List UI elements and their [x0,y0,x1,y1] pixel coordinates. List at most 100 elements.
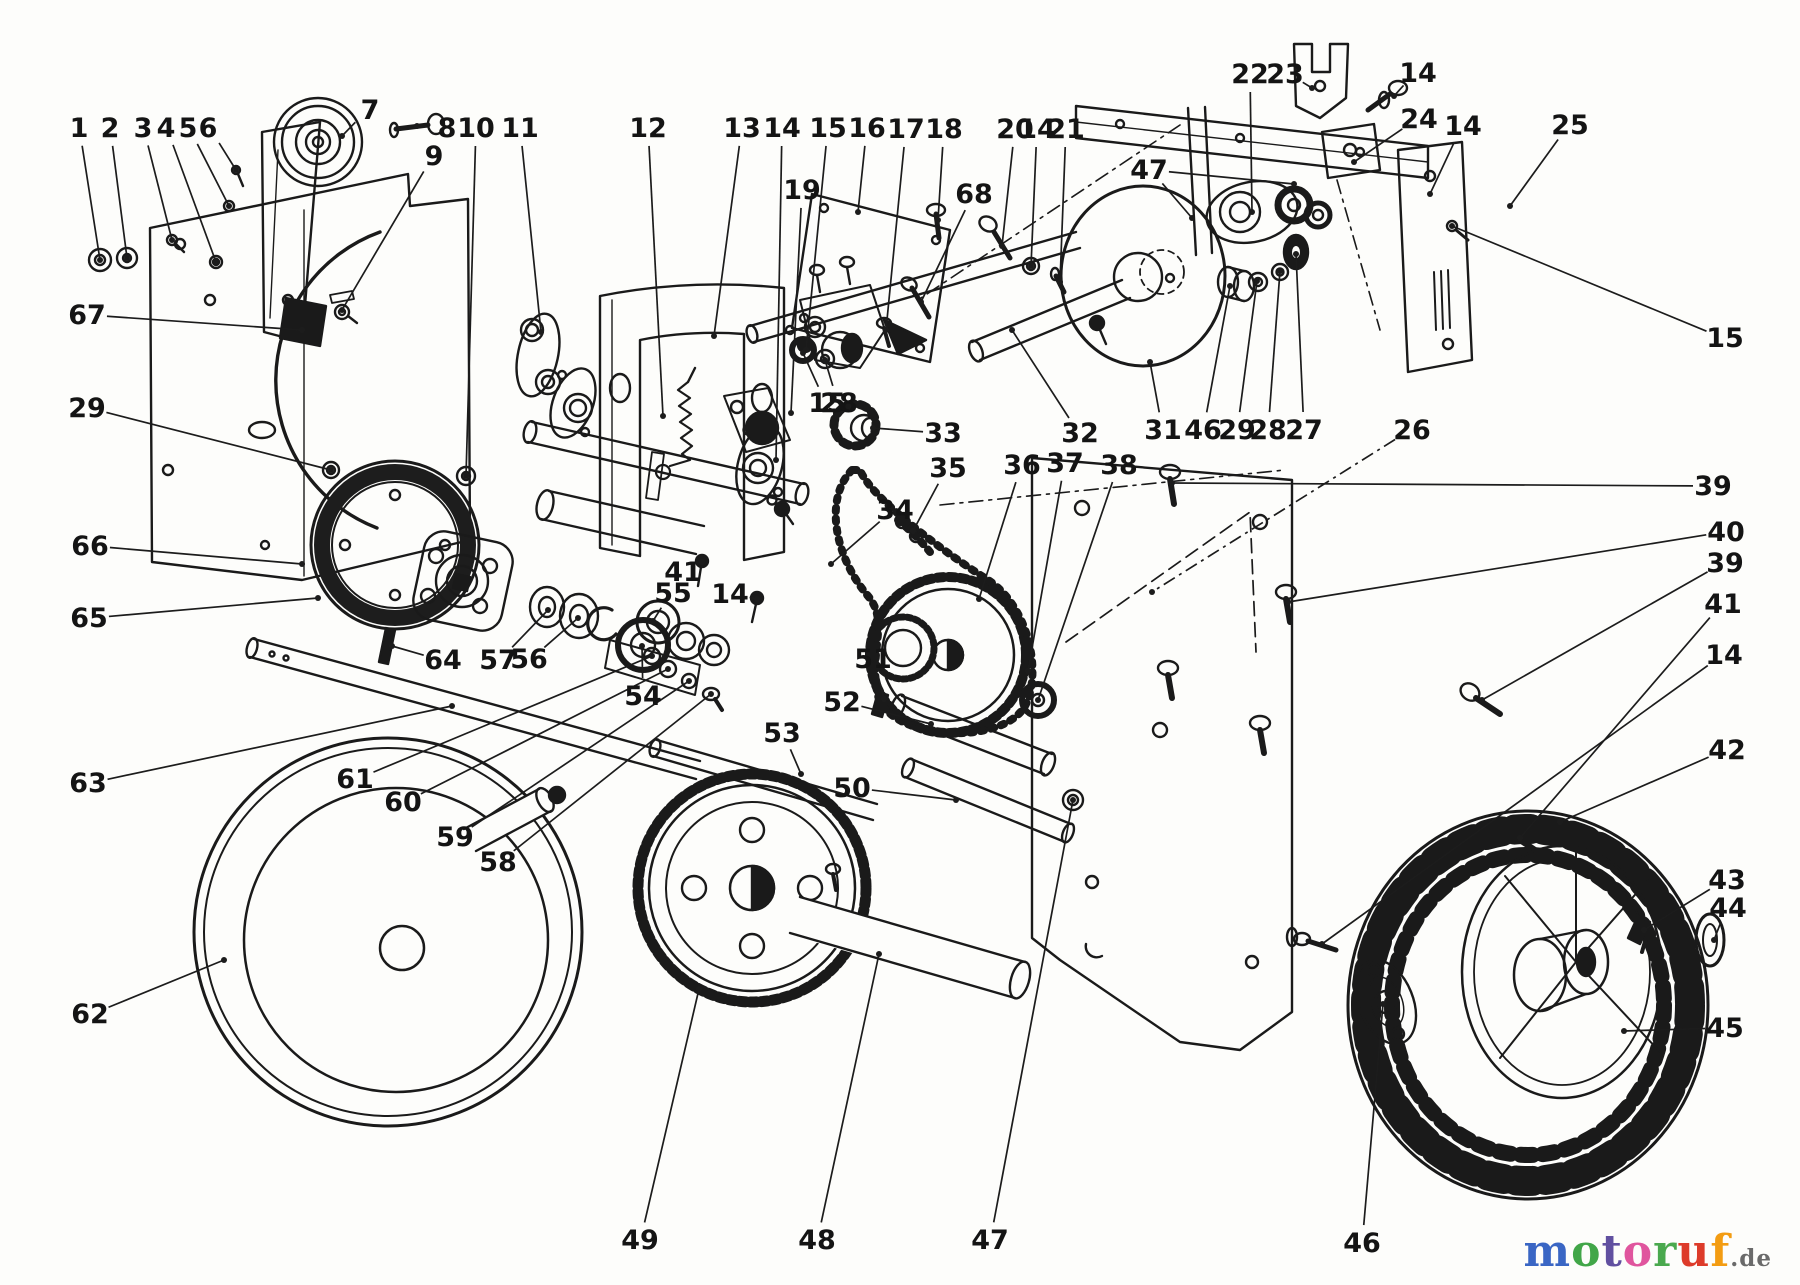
watermark-letter: o [1571,1226,1602,1277]
leader-line-29 [106,411,332,471]
leader-line-14 [1321,664,1709,945]
part-callout-36: 36 [1003,450,1041,481]
diagram-artwork [87,42,1726,1201]
leader-endpoint [855,209,861,215]
leader-line-33 [872,427,924,433]
axle-cross-shaft-34 [522,419,810,507]
leader-endpoint [1254,278,1260,284]
part-callout-11: 11 [501,113,539,144]
leader-endpoint [339,133,345,139]
leader-endpoint [711,333,717,339]
part-callout-8: 8 [438,113,457,144]
part-callout-17: 17 [887,114,925,145]
part-callout-10: 10 [457,113,495,144]
part-callout-41: 41 [664,557,702,588]
part-callout-15: 15 [808,388,846,419]
leader-line-59 [471,680,690,828]
leader-endpoint [575,615,581,621]
right-frame-plate-26 [1030,456,1294,1052]
leader-line-47 [992,799,1074,1223]
leader-endpoint [1557,819,1563,825]
leader-line-65 [108,597,319,618]
leader-line-14 [775,145,783,461]
leader-endpoint [1449,223,1455,229]
leader-line-28 [1268,270,1281,413]
part-callout-22: 22 [1231,59,1269,90]
leader-endpoint [1249,209,1255,215]
watermark-letter: o [1622,1226,1654,1277]
leader-line-49 [643,988,700,1223]
tension-spring [668,380,694,468]
part-callout-45: 45 [1706,1013,1744,1044]
leader-endpoint [881,696,887,702]
leader-line-60 [420,668,669,795]
watermark-logo: motoruf.de [1524,1226,1772,1277]
leader-endpoint [788,410,794,416]
part-callout-14: 14 [711,579,749,610]
leader-endpoint [213,259,219,265]
leader-endpoint [389,643,395,649]
leader-endpoint [828,561,834,567]
part-callout-29: 29 [68,393,106,424]
part-callout-20: 20 [996,114,1034,145]
leader-line-46 [1362,1003,1384,1226]
leader-line-35 [912,483,940,532]
drive-sprocket-cluster [865,572,1057,738]
part-callout-53: 53 [763,718,801,749]
leader-line-36 [978,481,1017,600]
part-callout-27: 27 [1285,415,1323,446]
leader-line-6 [218,142,237,171]
leader-endpoint [754,596,760,602]
part-callout-44: 44 [1709,893,1747,924]
leader-line-57 [511,609,549,648]
leader-endpoint [1285,599,1291,605]
axle-gear-49 [632,768,872,1008]
leader-line-68 [920,209,966,303]
right-end-bracket-25 [1396,140,1474,374]
leader-line-20 [1001,146,1014,247]
part-callout-54: 54 [624,681,662,712]
leader-line-50 [871,789,957,801]
leader-endpoint [1025,668,1031,674]
leader-endpoint [1227,283,1233,289]
part-callout-1: 1 [70,113,89,144]
leader-endpoint [696,986,702,992]
part-callout-23: 23 [1266,59,1304,90]
leader-line-19 [790,207,802,414]
leader-line-45 [1623,1027,1706,1032]
part-callout-59: 59 [436,822,474,853]
leader-endpoint [226,203,232,209]
part-callout-14: 14 [1399,58,1437,89]
leader-endpoint [649,653,655,659]
part-callout-39: 39 [1706,548,1744,579]
leader-line-27 [1295,253,1304,413]
part-callout-60: 60 [384,787,422,818]
part-callout-5: 5 [179,113,198,144]
part-callout-32: 32 [1061,418,1099,449]
leader-endpoint [233,167,239,173]
part-callout-29: 29 [1218,415,1256,446]
leader-endpoint [976,596,982,602]
leader-line-47 [1161,182,1193,219]
watermark-suffix: .de [1730,1245,1772,1272]
leader-line-17 [885,146,905,331]
part-callout-35: 35 [929,453,967,484]
axle-tube [535,489,795,556]
part-callout-40: 40 [1707,517,1745,548]
watermark-letter: u [1677,1226,1711,1277]
leader-endpoint [699,559,705,565]
part-callout-62: 62 [71,999,109,1030]
part-callout-12: 12 [629,113,667,144]
idler-bracket-and-pulley [260,96,446,344]
leader-endpoint [708,691,714,697]
part-callout-56: 56 [510,644,548,675]
leader-endpoint [1147,359,1153,365]
clevis-fork-bracket [1292,42,1350,120]
leader-line-38 [1037,481,1114,701]
leader-line-66 [109,546,303,565]
small-fasteners-1-6 [87,164,245,273]
leader-line-31 [1149,361,1161,413]
leader-line-16 [857,145,866,213]
leader-endpoint [1293,251,1299,257]
